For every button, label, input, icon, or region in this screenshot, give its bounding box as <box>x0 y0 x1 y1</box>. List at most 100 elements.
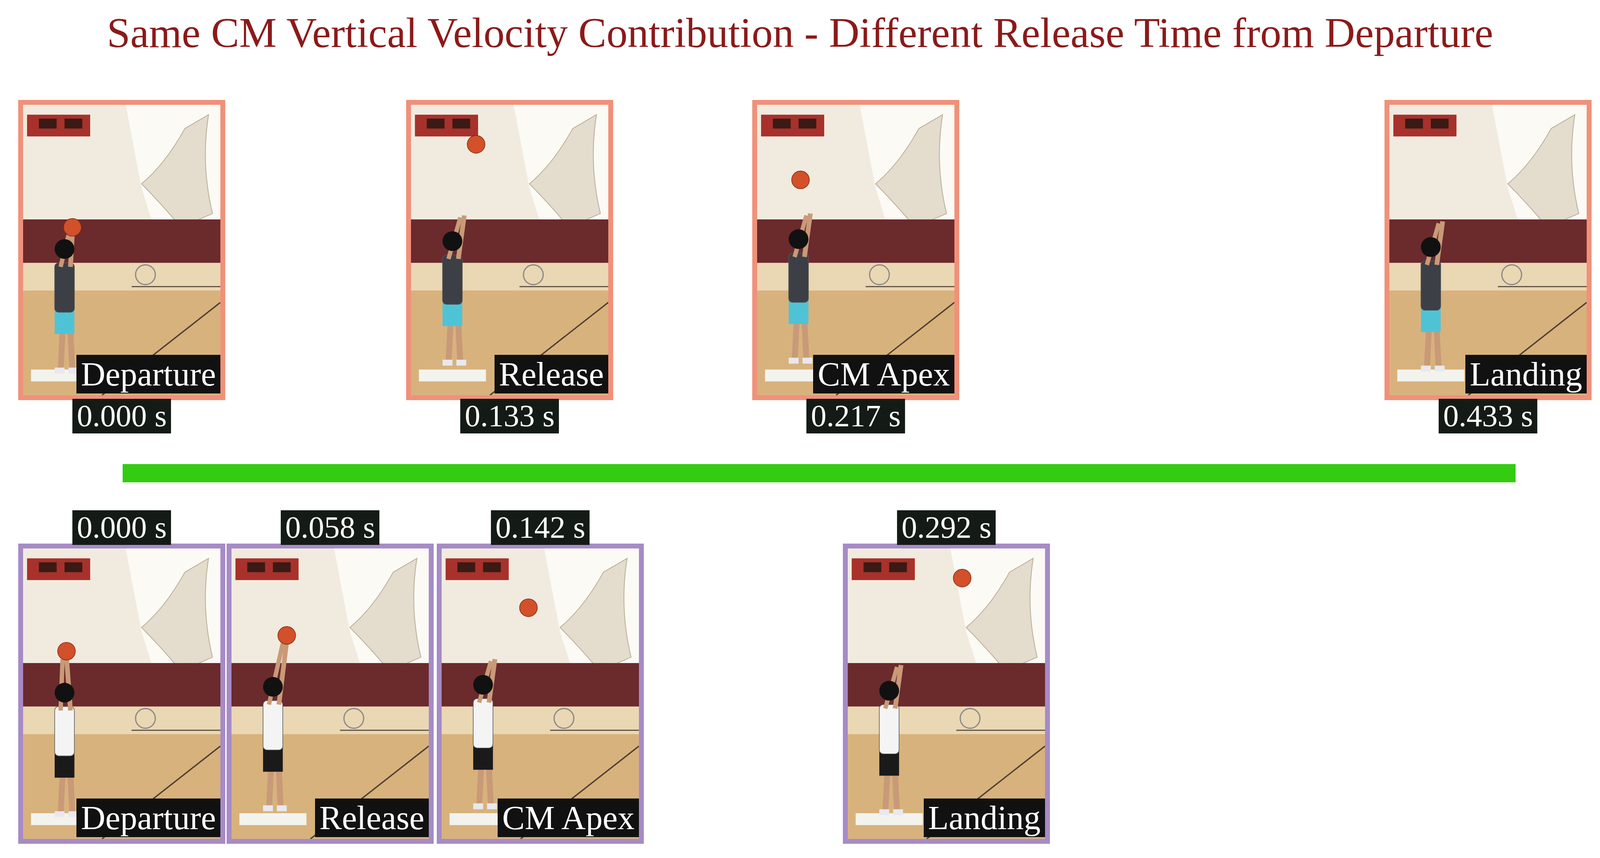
head <box>473 675 493 695</box>
head <box>788 229 809 249</box>
shirt <box>788 253 809 303</box>
shoe <box>442 359 453 366</box>
floor-glare <box>23 263 221 291</box>
event-label: Departure <box>76 798 221 838</box>
shoe <box>893 809 903 816</box>
scoreboard-digits <box>272 562 291 573</box>
gym-wall <box>231 548 429 840</box>
basketball <box>519 598 538 617</box>
gym-wall <box>23 104 221 396</box>
event-label: CM Apex <box>497 798 639 838</box>
shirt <box>54 263 75 313</box>
gym-floor <box>441 706 639 840</box>
time-stamp: 0.433 s <box>1438 399 1538 434</box>
basketball <box>467 135 486 154</box>
wall-band <box>1389 219 1587 264</box>
time-stamp: 0.142 s <box>490 510 590 546</box>
shoe <box>788 357 799 364</box>
photo-frame: Landing0.292 s <box>842 543 1050 845</box>
event-label: Release <box>494 355 609 394</box>
floor-glare <box>847 706 1046 735</box>
scoreboard <box>761 114 825 137</box>
fan <box>554 708 574 729</box>
head <box>54 239 75 260</box>
photo-frame: Release0.133 s <box>406 99 614 401</box>
gym-wall <box>1389 104 1587 396</box>
leg <box>489 768 491 808</box>
scoreboard-digits <box>247 562 266 573</box>
wall-band <box>757 219 955 264</box>
time-stamp: 0.292 s <box>897 510 996 546</box>
shoe <box>486 803 497 810</box>
photo-frame: Release0.058 s <box>226 543 434 845</box>
court-line <box>310 746 429 840</box>
scoreboard-digits <box>863 562 882 573</box>
leg <box>885 774 887 814</box>
scoreboard-digits <box>1430 118 1449 129</box>
shoe <box>54 367 65 374</box>
gym-floor <box>23 706 221 840</box>
wall-band <box>441 663 639 707</box>
scoreboard-digits <box>798 118 817 129</box>
shirt <box>263 701 283 751</box>
shoe <box>473 803 483 810</box>
scoreboard-digits <box>1405 118 1424 129</box>
fan <box>343 708 364 729</box>
scoreboard <box>445 558 509 581</box>
court-line <box>550 730 639 731</box>
curtain <box>529 114 601 228</box>
curtain <box>875 114 947 228</box>
court-line <box>1497 286 1587 288</box>
floor-mat <box>418 369 487 382</box>
wall-band <box>847 663 1046 707</box>
curtain <box>141 114 213 228</box>
leg <box>448 324 451 364</box>
leg <box>1426 330 1429 370</box>
leg <box>279 770 281 810</box>
basketball <box>791 171 810 189</box>
scoreboard <box>27 114 91 137</box>
shoe <box>802 357 813 364</box>
shirt <box>54 706 75 757</box>
fan <box>869 264 890 285</box>
shoe <box>1420 365 1431 372</box>
event-label: CM Apex <box>813 355 955 394</box>
leg <box>804 322 807 362</box>
court-line <box>490 302 609 396</box>
curtain <box>965 558 1038 672</box>
diagram-title: Same CM Vertical Velocity Contribution -… <box>0 7 1600 59</box>
curtain <box>1507 114 1579 228</box>
leg <box>70 332 73 372</box>
scoreboard <box>27 558 91 581</box>
gym-floor <box>847 706 1046 840</box>
photo-scene <box>23 104 221 396</box>
court-line <box>865 286 955 288</box>
time-stamp: 0.000 s <box>72 399 172 434</box>
photo-frame: CM Apex0.217 s <box>752 99 960 401</box>
court-line <box>131 286 221 288</box>
scoreboard-digits <box>64 118 83 129</box>
photo-scene <box>441 548 639 840</box>
court-line <box>339 730 429 731</box>
shoe <box>263 805 273 812</box>
curtain <box>141 558 213 672</box>
court-line <box>956 730 1046 731</box>
leg <box>60 776 63 816</box>
wall-band <box>23 663 221 707</box>
head <box>442 231 463 252</box>
time-stamp: 0.058 s <box>280 510 380 546</box>
shirt <box>879 704 899 755</box>
leg <box>794 322 797 362</box>
basketball <box>277 626 296 645</box>
head <box>263 677 283 697</box>
gym-wall <box>757 104 955 396</box>
basketball <box>57 642 76 661</box>
shirt <box>1420 260 1441 311</box>
head <box>879 681 899 701</box>
fan <box>135 264 156 285</box>
photo-frame: Departure0.000 s <box>18 543 226 845</box>
fan <box>135 708 156 729</box>
leg <box>895 774 898 814</box>
gym-floor <box>23 263 221 396</box>
